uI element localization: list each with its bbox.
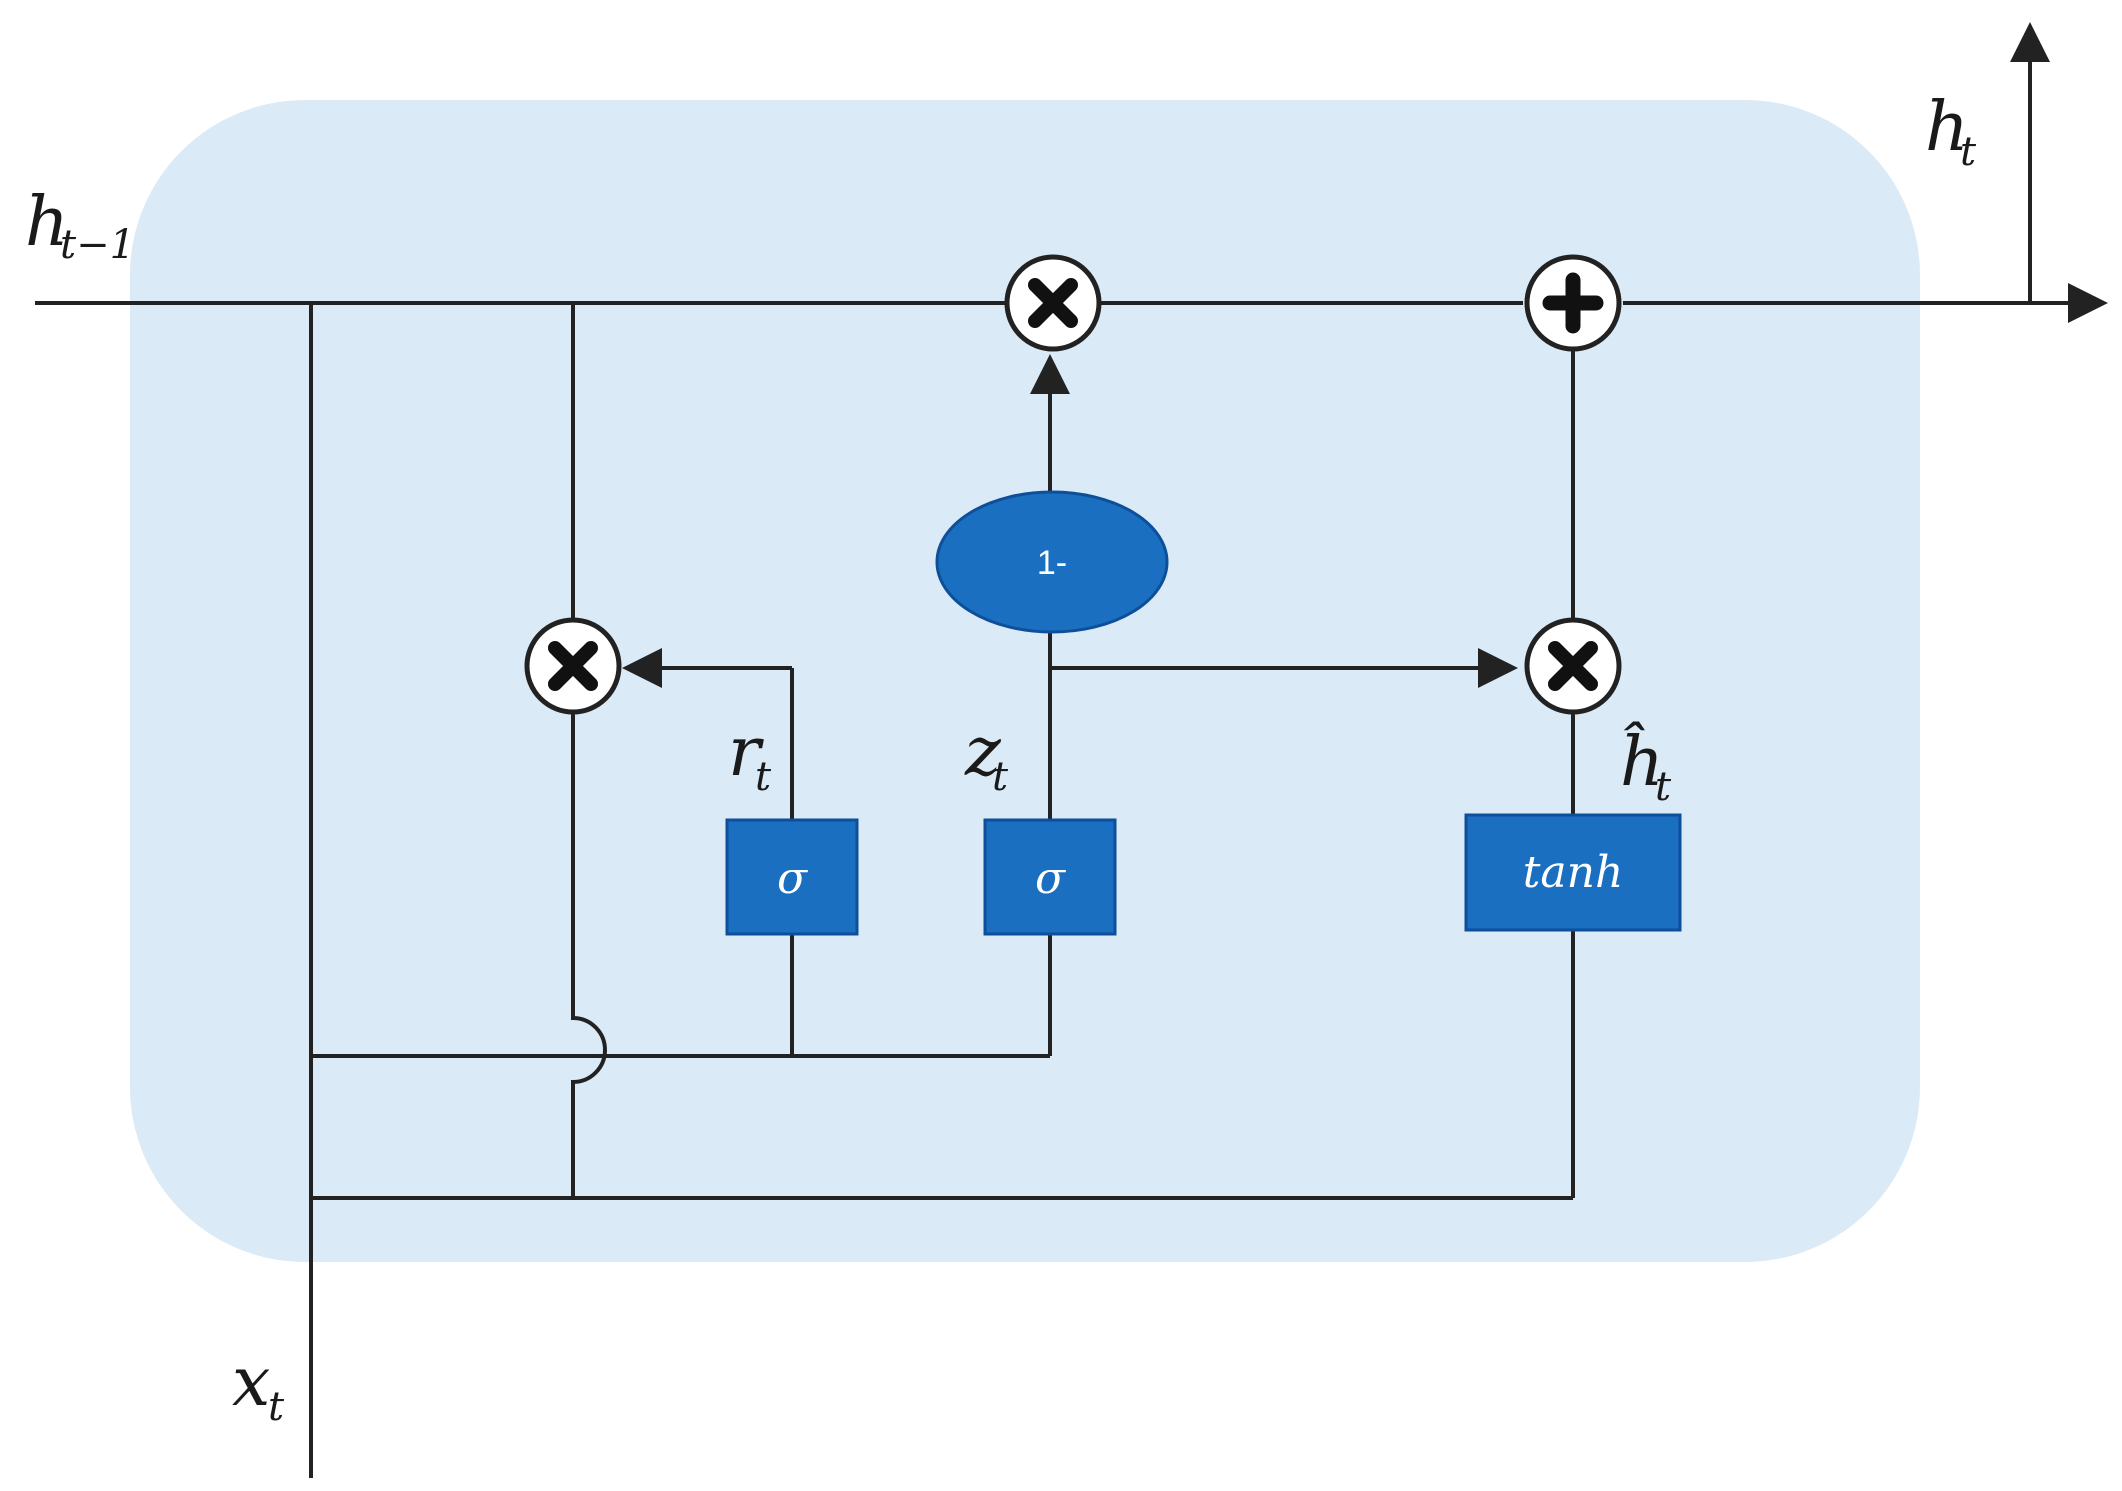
one-minus-text: 1- [1037,544,1067,582]
z-label: z [964,713,1002,792]
reset-gate-symbol: σ [777,853,809,904]
reset-gate-box [725,818,859,936]
one-minus-ellipse [935,490,1169,634]
r-subscript: t [755,754,772,800]
multiply-icon [1524,617,1622,715]
r-label: r [728,713,764,792]
candidate-box [1464,813,1682,932]
reset-down-line [571,710,607,1198]
h-out-label: h [1925,88,1969,167]
candidate-symbol: tanh [1523,847,1624,898]
h-prev-subscript: t−1 [60,222,135,268]
cell-background [130,100,1920,1262]
update-gate-box [983,818,1117,936]
plus-icon [1524,254,1622,352]
connection-lines [35,22,2108,1478]
h-out-subscript: t [1960,129,1977,175]
h-prev-label: h [25,183,69,262]
multiply-icon [524,617,622,715]
x-label: x [232,1343,270,1422]
multiply-icon [1004,254,1102,352]
h-tilde-label: ĥ [1620,722,1664,802]
x-subscript: t [268,1384,285,1430]
update-gate-symbol: σ [1035,853,1067,904]
h-tilde-subscript: t [1655,764,1672,810]
z-subscript: t [992,754,1009,800]
